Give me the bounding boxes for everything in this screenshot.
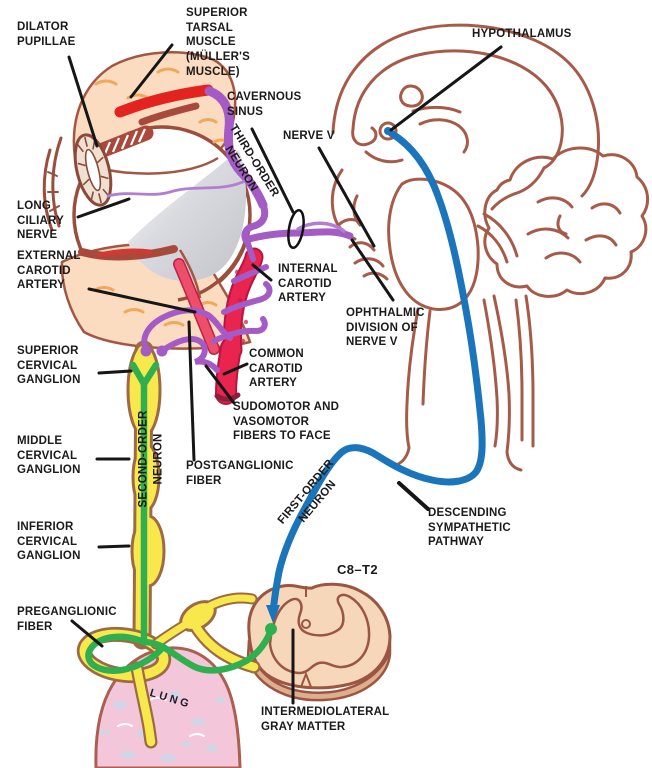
- pointer-external-carotid: [87, 287, 197, 314]
- ansa-green-loop: [85, 633, 167, 674]
- label-common-carotid: COMMON CAROTID ARTERY: [249, 348, 304, 390]
- label-postganglionic-fiber: POSTGANGLIONIC FIBER: [186, 460, 294, 487]
- label-c8-t2: C8–T2: [337, 562, 379, 577]
- pointer-long-ciliary: [76, 197, 131, 219]
- orbital-rim-line: [178, 249, 202, 299]
- ventral-fissure: [300, 671, 312, 688]
- pointer-sudomotor: [204, 364, 236, 405]
- second-order-neuron-path: [85, 361, 277, 674]
- pointer-cavernous: [250, 127, 295, 214]
- inferior-muscle-band: [78, 245, 178, 261]
- sudomotor-branch: [159, 336, 220, 373]
- label-external-carotid: EXTERNAL CAROTID ARTERY: [17, 250, 81, 292]
- label-ophthalmic-division: OPHTHALMIC DIVISION OF NERVE V: [346, 307, 425, 349]
- label-superior-cervical-ganglion: SUPERIOR CERVICAL GANGLION: [17, 345, 81, 387]
- label-internal-carotid: INTERNAL CAROTID ARTERY: [278, 263, 338, 305]
- pons-outline: [387, 177, 480, 311]
- gray-matter-butterfly: [268, 593, 371, 675]
- cavernous-sinus-ring: [287, 208, 305, 250]
- cerebellum-outline: [483, 146, 650, 298]
- label-middle-cervical-ganglion: MIDDLE CERVICAL GANGLION: [17, 435, 81, 477]
- pointer-inferior-ganglion: [97, 544, 131, 549]
- label-nerve-v: NERVE V: [283, 130, 335, 142]
- tarsal-dark-band: [138, 102, 200, 126]
- label-intermediolateral: INTERMEDIOLATERAL GRAY MATTER: [261, 706, 390, 733]
- pointer-descending: [397, 481, 430, 511]
- label-preganglionic-fiber: PREGANGLIONIC FIBER: [17, 606, 117, 633]
- label-hypothalamus: HYPOTHALAMUS: [472, 28, 572, 40]
- pointer-preganglionic: [70, 619, 104, 648]
- synapse-dot: [265, 623, 277, 635]
- label-superior-tarsal: SUPERIOR TARSAL MUSCLE (MÜLLER'S MUSCLE): [186, 7, 250, 78]
- pointer-nerve-v: [317, 146, 376, 248]
- pointer-superior-ganglion: [97, 369, 133, 375]
- label-cavernous-sinus: CAVERNOUS SINUS: [227, 91, 302, 118]
- brain-outline: [330, 23, 650, 472]
- pointer-lines: [67, 43, 503, 705]
- pointer-postganglionic: [187, 320, 196, 462]
- canthus-arcs: [42, 136, 63, 232]
- hypothalamus-nucleus: [378, 121, 398, 141]
- pointer-common-carotid: [222, 362, 249, 376]
- lens-crescent: [128, 150, 247, 281]
- pointer-dilator: [67, 55, 99, 148]
- spinal-cord-section: [246, 582, 392, 702]
- inferior-muscle-red: [97, 248, 153, 258]
- pointer-ophthalmic: [350, 238, 395, 302]
- internal-carotid-path: [225, 249, 262, 358]
- superior-tarsal-muscle-shape: [114, 84, 214, 118]
- label-descending-sympathetic: DESCENDING SYMPATHETIC PATHWAY: [428, 507, 511, 549]
- pointer-tarsal: [129, 43, 174, 99]
- label-second-order-neuron: SECOND-ORDER NEURON: [137, 410, 164, 508]
- label-long-ciliary-nerve: LONG CILIARY NERVE: [17, 200, 64, 242]
- pointer-hypothalamus: [389, 45, 503, 132]
- pointer-internal-carotid: [251, 263, 273, 282]
- iris-dilator: [73, 133, 113, 207]
- label-sudomotor-fibers: SUDOMOTOR AND VASOMOTOR FIBERS TO FACE: [233, 401, 340, 443]
- long-ciliary-nerve-path: [106, 178, 249, 198]
- label-inferior-cervical-ganglion: INFERIOR CERVICAL GANGLION: [17, 521, 81, 563]
- central-canal: [301, 619, 311, 629]
- first-order-neuron-path: [266, 127, 486, 623]
- ophthalmic-division-arc: [296, 221, 346, 233]
- first-order-arrowhead: [266, 605, 280, 623]
- external-carotid-path: [174, 259, 219, 354]
- label-dilator-pupillae: DILATOR PUPILLAE: [17, 21, 76, 48]
- eye-orbit-illustration: [42, 51, 252, 350]
- carotid-cut-edge: [214, 392, 241, 402]
